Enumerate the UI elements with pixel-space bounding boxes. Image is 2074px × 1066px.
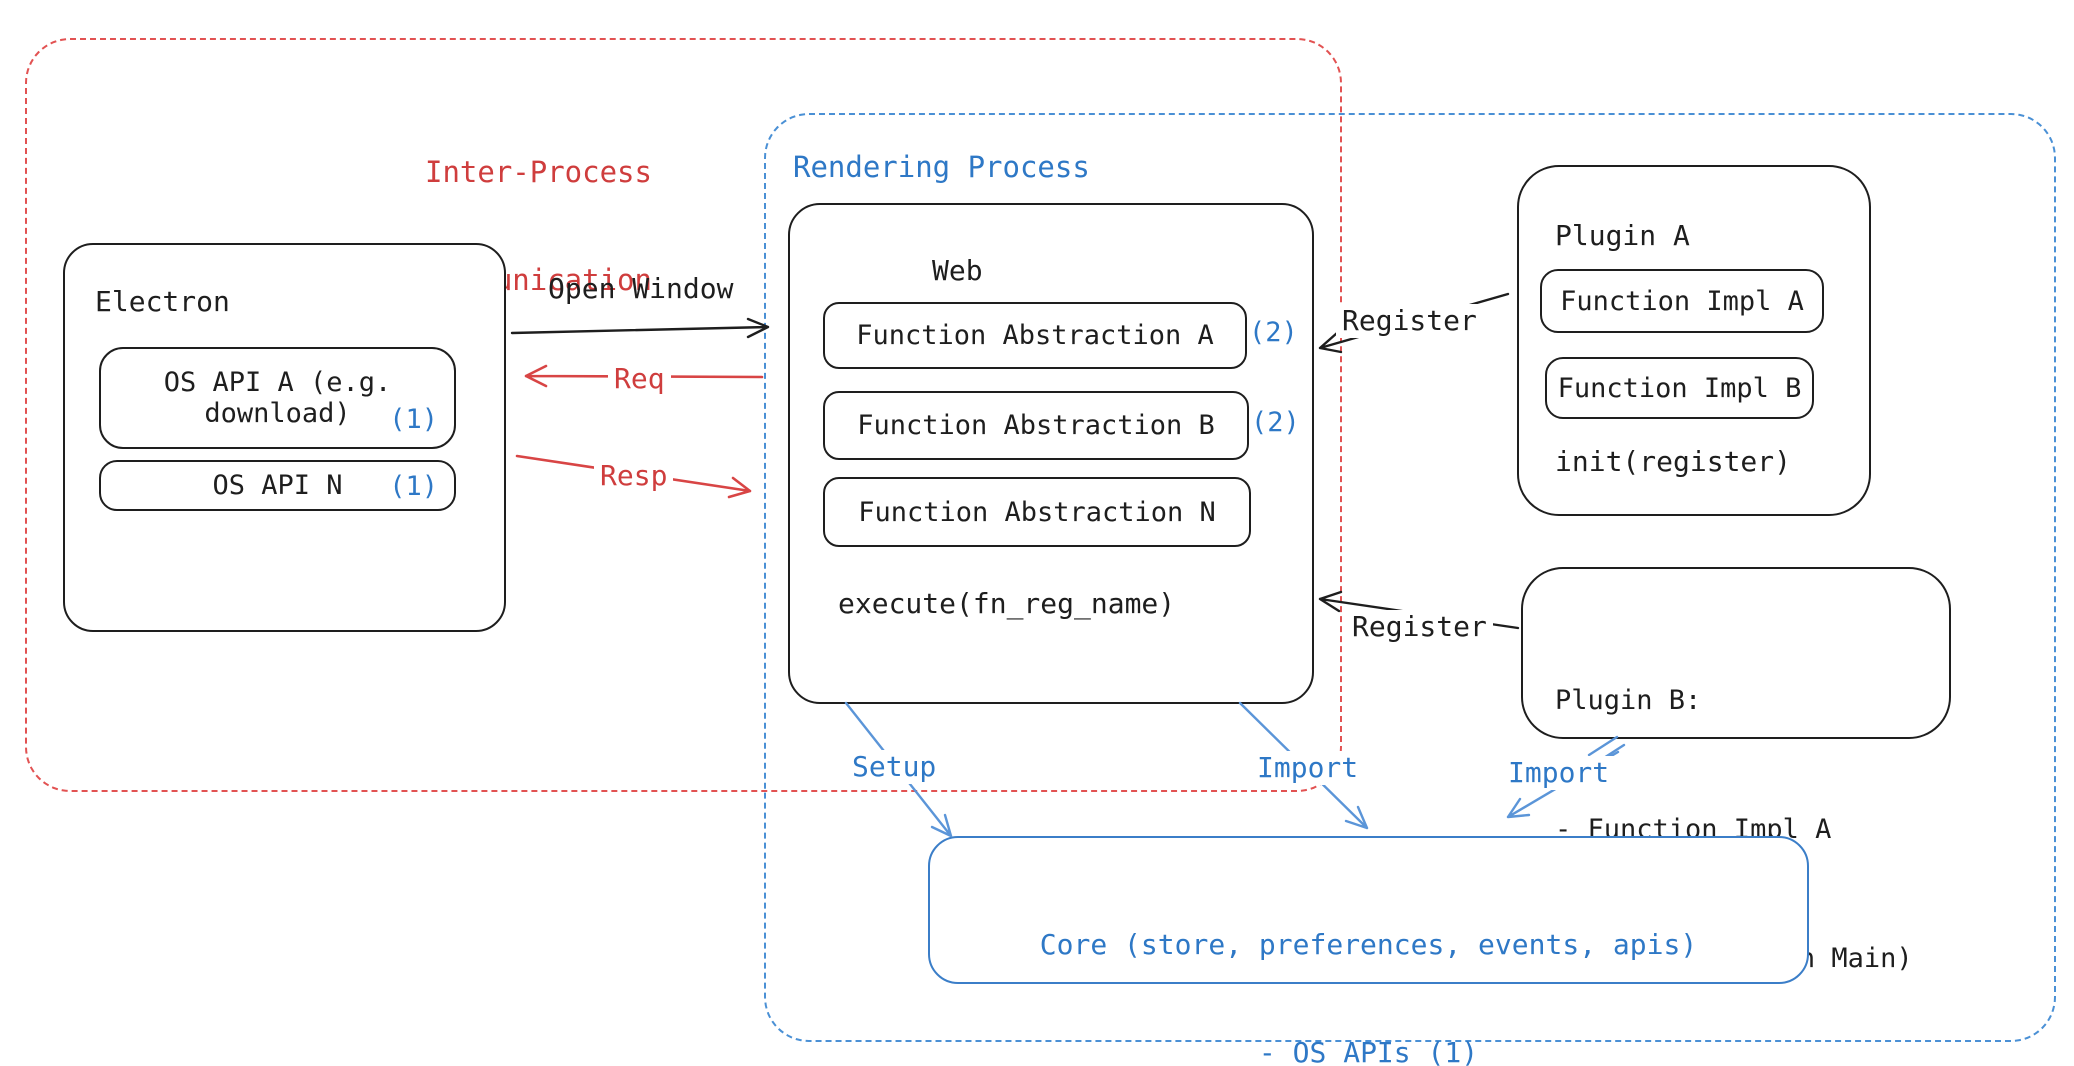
import-right-label: Import bbox=[1502, 756, 1616, 790]
function-impl-a-box: Function Impl A bbox=[1540, 269, 1824, 333]
function-abstraction-n-box: Function Abstraction N bbox=[823, 477, 1251, 547]
function-impl-a-label: Function Impl A bbox=[1560, 285, 1804, 317]
function-abstraction-b-box: Function Abstraction B bbox=[823, 391, 1249, 460]
function-abstraction-a-box: Function Abstraction A bbox=[823, 302, 1247, 369]
os-api-a-label-line2: download) bbox=[204, 398, 351, 429]
function-abstraction-a-label: Function Abstraction A bbox=[856, 320, 1214, 351]
register-top-label: Register bbox=[1336, 304, 1483, 338]
plugin-a-init-label: init(register) bbox=[1555, 445, 1792, 478]
core-line2: - OS APIs (1) bbox=[1258, 1036, 1479, 1066]
plugin-a-box: Plugin A Function Impl A Function Impl B… bbox=[1517, 165, 1871, 516]
function-abstraction-b-label: Function Abstraction B bbox=[857, 410, 1215, 441]
os-api-a-badge: (1) bbox=[389, 404, 438, 435]
core-box: Core (store, preferences, events, apis) … bbox=[928, 836, 1809, 1066]
core-line1: Core (store, preferences, events, apis) bbox=[1039, 928, 1698, 961]
os-api-n-box: OS API N (1) bbox=[99, 460, 456, 511]
os-api-a-box: OS API A (e.g. download) (1) bbox=[99, 347, 456, 449]
function-impl-b-box: Function Impl B bbox=[1545, 357, 1814, 419]
plugin-b-title: Plugin B: bbox=[1555, 685, 1702, 716]
setup-label: Setup bbox=[846, 750, 943, 784]
plugin-a-title: Plugin A bbox=[1555, 219, 1690, 252]
electron-box: Electron OS API A (e.g. download) (1) OS… bbox=[63, 243, 506, 632]
web-title: Web bbox=[932, 254, 983, 287]
os-api-n-badge: (1) bbox=[389, 471, 438, 502]
plugin-b-box: Plugin B: - Function Impl A - Module (ru… bbox=[1521, 567, 1951, 974]
electron-title: Electron bbox=[95, 285, 230, 318]
ipc-title-line1: Inter-Process bbox=[425, 155, 652, 189]
rendering-process-region-border bbox=[764, 113, 2056, 1042]
function-abstraction-b-badge: (2) bbox=[1251, 407, 1300, 438]
req-label: Req bbox=[608, 362, 671, 396]
function-abstraction-n-label: Function Abstraction N bbox=[858, 496, 1216, 528]
core-content: Core (store, preferences, events, apis) … bbox=[930, 855, 1807, 1066]
import-mid-label: Import bbox=[1251, 751, 1365, 785]
function-impl-b-label: Function Impl B bbox=[1557, 372, 1802, 404]
ipc-region-border bbox=[25, 38, 1342, 792]
register-bottom-label: Register bbox=[1346, 610, 1493, 644]
execute-label: execute(fn_reg_name) bbox=[838, 587, 1176, 620]
open-window-label: Open Window bbox=[548, 272, 734, 305]
os-api-a-label-line1: OS API A (e.g. bbox=[163, 367, 392, 398]
resp-label: Resp bbox=[594, 459, 674, 493]
os-api-n-label: OS API N bbox=[212, 470, 343, 501]
web-box: Web Function Abstraction A (2) Function … bbox=[788, 203, 1314, 704]
rendering-process-title: Rendering Process bbox=[793, 150, 1090, 184]
function-abstraction-a-badge: (2) bbox=[1249, 317, 1298, 348]
